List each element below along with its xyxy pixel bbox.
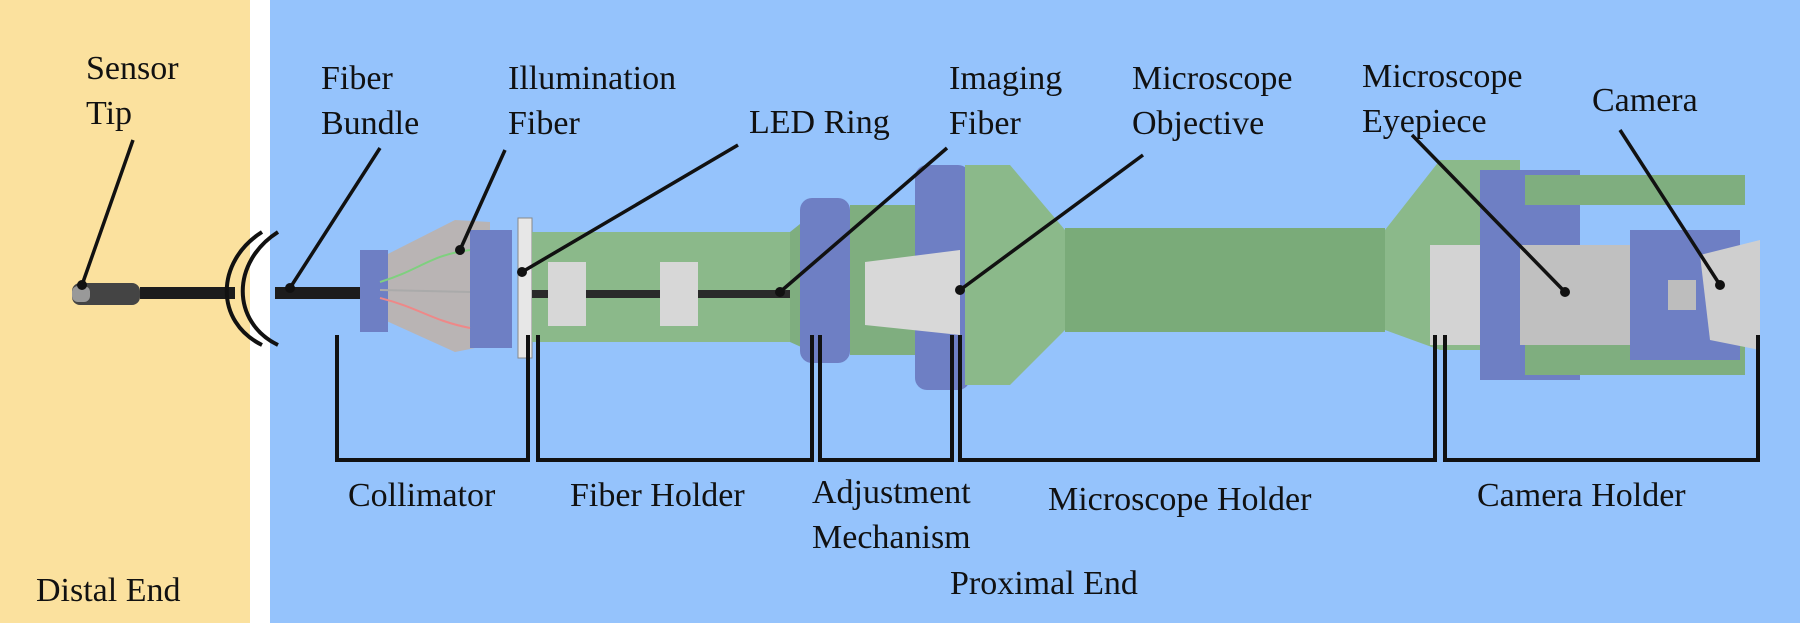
cable-break-symbol — [224, 230, 280, 347]
section-brackets — [335, 335, 1760, 462]
label-led-ring: LED Ring — [749, 104, 890, 141]
distal-end-region — [0, 0, 250, 623]
label-camera: Camera — [1592, 82, 1698, 119]
fiber-holder-part — [532, 200, 832, 360]
label-illumination-fiber: Illumination Fiber — [508, 60, 677, 142]
label-fiber-bundle: Fiber Bundle — [321, 60, 420, 142]
callout-lines — [80, 129, 1722, 294]
label-adjustment-mechanism: Adjustment Mechanism — [812, 474, 971, 556]
collimator-part — [360, 220, 512, 352]
camera-holder-part — [1480, 170, 1760, 380]
label-microscope-holder: Microscope Holder — [1048, 481, 1312, 518]
label-microscope-objective: Microscope Objective — [1132, 60, 1293, 142]
label-microscope-eyepiece: Microscope Eyepiece — [1362, 58, 1523, 140]
label-collimator: Collimator — [348, 477, 496, 514]
label-camera-holder: Camera Holder — [1477, 477, 1686, 514]
fiber-bundle-cable — [72, 283, 365, 305]
label-fiber-holder: Fiber Holder — [570, 477, 745, 514]
label-imaging-fiber: Imaging Fiber — [949, 60, 1063, 142]
label-distal-end: Distal End — [36, 572, 181, 609]
label-proximal-end: Proximal End — [950, 565, 1138, 602]
callout-dots — [77, 245, 1725, 297]
label-sensor-tip: Sensor Tip — [86, 50, 179, 132]
microscope-holder-part — [865, 160, 1525, 385]
